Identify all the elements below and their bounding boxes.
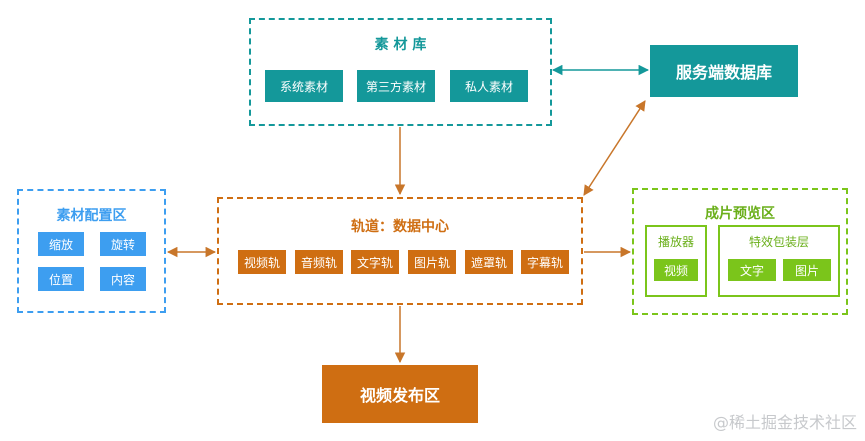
preview-box: 成片预览区 播放器 视频 特效包装层 文字 图片 <box>632 188 848 315</box>
config-rotate-chip: 旋转 <box>100 232 146 256</box>
mask-track-chip: 遮罩轨 <box>465 250 513 274</box>
watermark-text: @稀土掘金技术社区 <box>712 413 857 432</box>
track-data-center-box: 轨道：数据中心 视频轨 音频轨 文字轨 图片轨 遮罩轨 字幕轨 <box>217 197 583 305</box>
player-video-chip: 视频 <box>654 259 698 281</box>
subtitle-track-chip: 字幕轨 <box>521 250 569 274</box>
effects-layer-title: 特效包装层 <box>748 235 809 249</box>
third-party-material-chip: 第三方素材 <box>357 70 435 102</box>
private-material-chip: 私人素材 <box>450 70 528 102</box>
material-library-title: 素 材 库 <box>374 37 427 53</box>
image-track-chip: 图片轨 <box>408 250 456 274</box>
material-config-box: 素材配置区 缩放 旋转 位置 内容 <box>17 189 166 313</box>
text-track-chip: 文字轨 <box>351 250 399 274</box>
audio-track-chip: 音频轨 <box>295 250 343 274</box>
effects-text-chip: 文字 <box>728 259 776 281</box>
video-publish-box: 视频发布区 <box>322 365 478 423</box>
material-library-box: 素 材 库 系统素材 第三方素材 私人素材 <box>249 18 552 126</box>
arrow-server-track <box>583 100 646 196</box>
config-scale-chip: 缩放 <box>38 232 84 256</box>
video-track-chip: 视频轨 <box>238 250 286 274</box>
server-database-box: 服务端数据库 <box>650 45 798 97</box>
effects-image-chip: 图片 <box>783 259 831 281</box>
config-position-chip: 位置 <box>38 267 84 291</box>
track-data-center-title: 轨道：数据中心 <box>351 219 449 235</box>
preview-title: 成片预览区 <box>705 206 775 222</box>
player-box: 播放器 视频 <box>645 225 707 297</box>
effects-layer-box: 特效包装层 文字 图片 <box>718 225 840 297</box>
player-title: 播放器 <box>657 235 694 249</box>
config-content-chip: 内容 <box>100 267 146 291</box>
system-material-chip: 系统素材 <box>265 70 343 102</box>
material-config-title: 素材配置区 <box>56 208 127 224</box>
